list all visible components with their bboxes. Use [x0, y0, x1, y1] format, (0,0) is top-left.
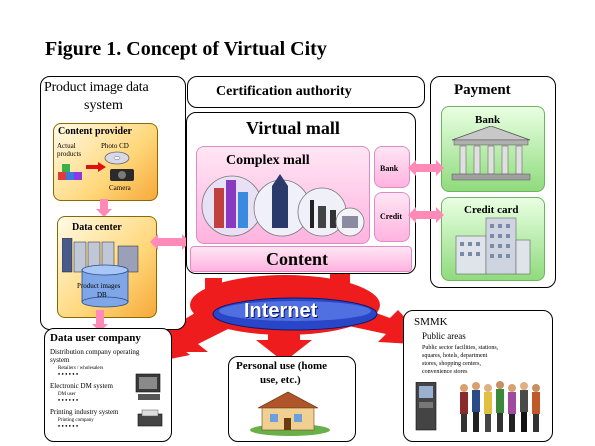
- products-label: products: [57, 150, 82, 158]
- distribution-line-2: system: [50, 356, 70, 364]
- db-label-2: DB: [97, 291, 107, 299]
- electronic-dm-label: Electronic DM system: [50, 382, 113, 390]
- printing-label: Printing industry system: [50, 408, 119, 416]
- payment-bank-label: Bank: [475, 114, 501, 126]
- photo-cd-label: Photo CD: [101, 142, 129, 150]
- mall-credit-box: [374, 192, 410, 242]
- datacenter-to-user-arrow: [92, 310, 108, 332]
- mall-bank-box: [374, 146, 410, 188]
- product-image-system-title-2: system: [84, 98, 123, 113]
- camera-icon: [110, 169, 134, 181]
- mall-buildings-icon: [201, 174, 365, 237]
- db-label-1: Product images: [77, 282, 121, 290]
- smmk-desc-3: stores, shopping centers,: [422, 361, 481, 367]
- bank-building-icon: [451, 126, 531, 181]
- smmk-title: SMMK: [414, 316, 448, 328]
- content-bar: [190, 246, 412, 272]
- server-rack-icon: [62, 238, 139, 273]
- distribution-line-1: Distribution company operating: [50, 348, 140, 356]
- smmk-desc-1: Public sector facilities, stations,: [422, 345, 499, 351]
- bank-link-arrow: [408, 160, 444, 176]
- figure-title: Figure 1. Concept of Virtual City: [45, 38, 327, 60]
- payment-credit-card-label: Credit card: [464, 204, 519, 216]
- personal-use-line-2: use, etc.): [260, 374, 301, 386]
- mall-bank-label: Bank: [380, 164, 399, 173]
- data-user-company-title: Data user company: [50, 332, 141, 344]
- house-icon: [250, 391, 330, 436]
- dm-user-label: DM user: [58, 392, 76, 397]
- certification-authority-box: [187, 76, 425, 108]
- internet-oval: [212, 297, 378, 331]
- data-center-title: Data center: [72, 222, 122, 233]
- product-image-system-title-1: Product image data: [44, 80, 149, 95]
- photo-cd-icon: [104, 151, 130, 165]
- database-icon: [81, 264, 129, 308]
- provider-to-datacenter-arrow: [96, 199, 112, 217]
- complex-mall-label: Complex mall: [226, 153, 310, 168]
- smmk-desc-2: squares, hotels, department: [422, 353, 488, 359]
- certification-authority-label: Certification authority: [216, 84, 352, 99]
- content-label: Content: [266, 249, 328, 269]
- dm-user-dots: • • • • • •: [58, 398, 79, 404]
- payment-title: Payment: [454, 82, 511, 98]
- arrow-to-personal: [256, 325, 312, 362]
- printing-company-label: Printing company: [58, 418, 94, 423]
- datacenter-mall-arrow: [150, 234, 190, 250]
- office-building-icon: [455, 217, 531, 275]
- arrow-to-mall-right: [330, 270, 350, 290]
- people-crowd-icon: [460, 381, 540, 432]
- retailers-label: Retailers / wholesalers: [58, 366, 104, 371]
- computer-icon: [135, 373, 161, 400]
- public-areas-label: Public areas: [422, 331, 466, 341]
- camera-label: Camera: [109, 184, 131, 192]
- smmk-desc-4: convenience stores: [422, 369, 468, 375]
- retailers-dots: • • • • • •: [58, 372, 79, 378]
- printer-icon: [137, 409, 163, 427]
- products-cubes-icon: [58, 164, 82, 180]
- internet-label: Internet: [244, 300, 318, 322]
- mall-credit-label: Credit: [380, 212, 403, 221]
- arrow-left-down: [140, 310, 215, 365]
- printing-dots: • • • • • •: [58, 424, 79, 430]
- content-provider-title: Content provider: [58, 126, 132, 137]
- provider-arrow-icon: [86, 162, 106, 172]
- personal-use-line-1: Personal use (home: [236, 360, 328, 372]
- arrow-to-mall: [205, 278, 222, 300]
- virtual-mall-title: Virtual mall: [246, 118, 340, 138]
- kiosk-icon: [415, 382, 437, 431]
- actual-label: Actual: [57, 142, 76, 150]
- credit-link-arrow: [408, 207, 444, 223]
